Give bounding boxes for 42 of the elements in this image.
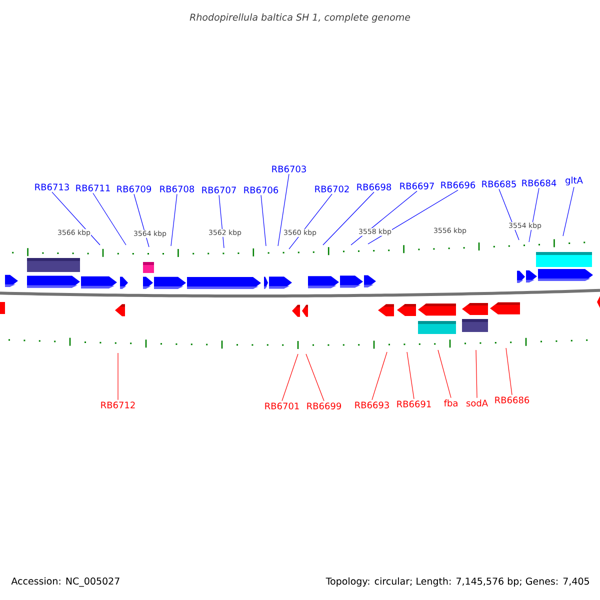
leader-line — [406, 352, 414, 400]
gene-label: RB6713 — [35, 184, 69, 190]
footer-text: Accession: NC_005027 — [11, 577, 120, 587]
gene-label: RB6703 — [272, 166, 306, 172]
title: Rhodopirellula baltica SH 1, complete genome — [190, 13, 410, 23]
leader-line — [278, 174, 290, 246]
gene-label: RB6701 — [265, 402, 299, 410]
gene-label: RB6693 — [355, 402, 389, 408]
leader-line — [288, 194, 332, 250]
leader-line — [306, 354, 324, 402]
gene-label: fba — [444, 400, 458, 406]
gene-label: sodA — [466, 400, 488, 406]
gene-label: RB6696 — [441, 182, 476, 188]
gene-label: RB6706 — [244, 186, 278, 194]
gene-label: RB6702 — [315, 186, 349, 192]
leader-line — [506, 348, 512, 396]
leader-line — [92, 192, 126, 246]
gene-label: RB6712 — [101, 402, 135, 408]
gene-label: RB6708 — [160, 186, 194, 192]
leader-line — [322, 192, 374, 246]
gene-label: RB6698 — [357, 184, 392, 190]
leader-line — [368, 190, 458, 244]
gene-label: RB6697 — [400, 182, 434, 190]
leader-line — [476, 350, 478, 398]
leader-line — [372, 352, 388, 400]
gene-label: RB6686 — [495, 396, 530, 404]
footer-text: Topology: circular; Length: 7,145,576 bp; Genes: 7,405 — [326, 577, 589, 587]
leader-line — [52, 192, 100, 246]
gene-label: RB6691 — [397, 400, 431, 408]
leader-line — [438, 350, 452, 398]
gene-label: RB6685 — [482, 180, 516, 188]
leader-line — [282, 354, 298, 402]
gene-label: RB6684 — [522, 180, 556, 186]
gene-label: RB6709 — [117, 186, 152, 192]
leader-line — [350, 190, 418, 246]
gene-label: gltA — [566, 176, 583, 186]
leader-line — [170, 194, 178, 246]
leader-line — [562, 186, 574, 236]
leader-line — [260, 194, 266, 246]
gene-label: RB6707 — [202, 186, 236, 194]
gene-label: RB6711 — [76, 184, 110, 192]
gene-label: RB6699 — [307, 402, 342, 410]
